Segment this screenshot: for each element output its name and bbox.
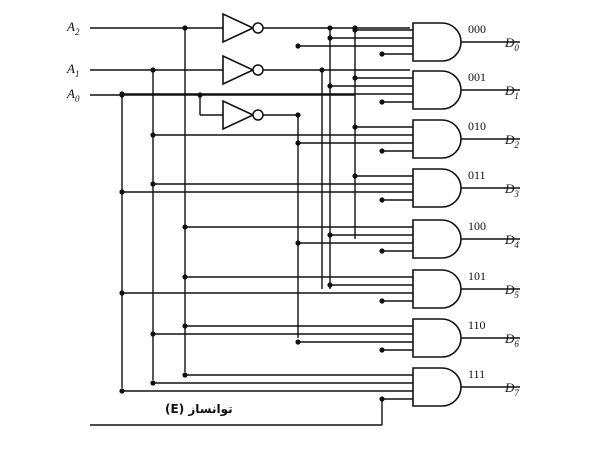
and-gate-icon [412, 219, 462, 259]
inverter-bubble-icon [252, 109, 264, 121]
junction-dot [327, 83, 333, 89]
junction-dot [197, 92, 203, 98]
input-label-a1: A1 [66, 61, 79, 79]
and-gate-icon [412, 22, 462, 62]
and-gate-icon [412, 269, 462, 309]
junction-dot [352, 124, 358, 130]
junction-dot [295, 339, 301, 345]
gates [222, 12, 462, 407]
junction-dot [150, 132, 156, 138]
junction-dot [182, 274, 188, 280]
junction-dot [119, 388, 125, 394]
output-code-label: 100 [468, 219, 486, 233]
output-code-label: 000 [468, 22, 486, 36]
output-code-label: 011 [468, 168, 486, 182]
junction-dot [182, 372, 188, 378]
junction-dot [379, 148, 385, 154]
junction-dot [327, 35, 333, 41]
inverter-bubble-icon [252, 22, 264, 34]
input-label-a0: A0 [66, 86, 80, 104]
output-label: D7 [504, 380, 519, 398]
junction-dot [379, 99, 385, 105]
and-gate-icon [412, 70, 462, 110]
input-label-a2: A2 [66, 19, 80, 37]
and-gate-icon [412, 119, 462, 159]
enable-label: توانساز (E) [165, 402, 233, 417]
inverter-icon [222, 12, 255, 44]
junction-dot [379, 347, 385, 353]
junction-dot [352, 75, 358, 81]
junction-dot [379, 248, 385, 254]
output-code-label: 101 [468, 269, 486, 283]
output-code-label: 110 [468, 318, 486, 332]
junction-dot [295, 112, 301, 118]
junction-dot [319, 67, 325, 73]
junction-dot [327, 25, 333, 31]
output-label: D1 [504, 83, 519, 101]
junction-dot [352, 25, 358, 31]
junction-dot [295, 43, 301, 49]
inverter-icon [222, 54, 255, 86]
junction-dot [379, 51, 385, 57]
junction-dot [150, 67, 156, 73]
junction-dot [119, 189, 125, 195]
junction-dot [150, 181, 156, 187]
junction-dot [379, 197, 385, 203]
junction-dot [295, 240, 301, 246]
output-label: D0 [504, 35, 519, 53]
junction-dot [327, 282, 333, 288]
output-code-label: 010 [468, 119, 486, 133]
junction-dot [379, 298, 385, 304]
junction-dot [150, 380, 156, 386]
output-code-label: 001 [468, 70, 486, 84]
junction-dot [182, 224, 188, 230]
junction-dot [119, 290, 125, 296]
output-label: D3 [504, 181, 519, 199]
junction-dot [295, 140, 301, 146]
inverter-icon [222, 99, 255, 131]
junction-dot [182, 323, 188, 329]
output-label: D6 [504, 331, 519, 349]
output-label: D5 [504, 282, 519, 300]
junction-dot [182, 25, 188, 31]
and-gate-icon [412, 318, 462, 358]
and-gate-icon [412, 367, 462, 407]
junction-dot [119, 92, 125, 98]
junction-dot [352, 173, 358, 179]
junction-dot [327, 232, 333, 238]
output-code-label: 111 [468, 367, 485, 381]
output-label: D4 [504, 232, 519, 250]
inverter-bubble-icon [252, 64, 264, 76]
wires [90, 27, 520, 426]
and-gate-icon [412, 168, 462, 208]
junction-dot [379, 396, 385, 402]
junction-dots [119, 25, 385, 402]
junction-dot [150, 331, 156, 337]
output-label: D2 [504, 132, 519, 150]
